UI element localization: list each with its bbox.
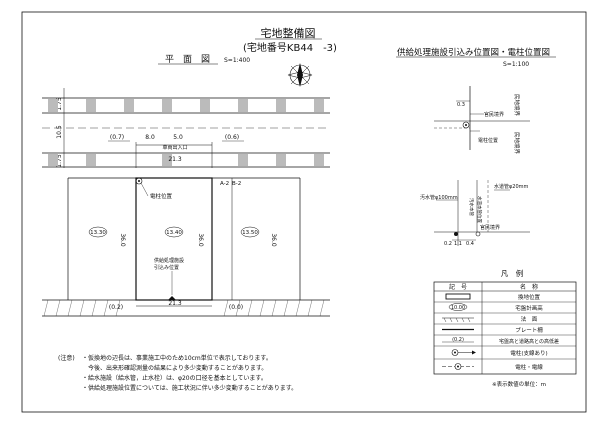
elevation-center: 13.40 xyxy=(166,230,182,236)
lot-right: 13.50 36.0 xyxy=(212,177,301,300)
legend-pole-wire-icon xyxy=(442,363,474,370)
detail-curb-label: 官民境界 xyxy=(484,111,504,118)
depth-left: 36.0 xyxy=(119,233,126,247)
plan-heading: 平 面 図 xyxy=(165,54,210,65)
lot-number-label: (宅地番号KB44 -3) xyxy=(243,41,337,54)
unit-note: ※表示数値の単位：m xyxy=(492,380,546,388)
road-upper-sidewalk xyxy=(42,97,330,114)
drawing-title: 宅地整備図 xyxy=(261,26,316,40)
entrance-label: 車両出入口 xyxy=(162,144,187,151)
detail-dim-11: 1.1 xyxy=(454,241,462,247)
facility-label-1: 供給処理施設 xyxy=(154,257,184,264)
lot-a-label: A-2 xyxy=(220,181,229,187)
pole-label: 電柱位置 xyxy=(150,192,173,200)
legend-table xyxy=(433,281,577,375)
elevation-left: 13.30 xyxy=(90,230,106,236)
depth-right: 36.0 xyxy=(270,233,277,247)
curb-label-2: 官民境界 xyxy=(480,224,500,231)
elevation-right: 13.50 xyxy=(242,230,258,236)
pole-marker-icon xyxy=(135,177,143,185)
notes-label: (注意) xyxy=(58,354,75,362)
detail-dim-04: 0.4 xyxy=(466,241,474,247)
detail-dim-03: 0.3 xyxy=(457,102,465,108)
sheet-border xyxy=(21,11,587,413)
height-diff-bottom-left: (0.2) xyxy=(109,304,123,311)
legend-row-0-name: 換地位置 xyxy=(518,293,541,301)
height-diff-bottom-right: (0.0) xyxy=(229,304,243,311)
boundary-mark-1: 民地境界 xyxy=(513,94,521,117)
service-detail xyxy=(434,180,530,246)
road-dim-3: 1.75 xyxy=(56,154,63,168)
frontage-dim-bottom: 21.3 xyxy=(168,300,182,307)
road-lower-sidewalk xyxy=(42,152,330,168)
facility-label-2: 引込み位置 xyxy=(154,264,179,271)
legend-elevation-symbol xyxy=(448,303,468,311)
lot-left: 13.30 36.0 xyxy=(67,177,136,300)
lot-center: 13.40 36.0 xyxy=(135,177,213,301)
legend-col-symbol: 記 号 xyxy=(449,283,467,291)
frontage-dim-top: 21.3 xyxy=(168,156,182,163)
detail-dim-02: 0.2 xyxy=(444,241,452,247)
road-dim-2: 10.5 xyxy=(56,125,63,139)
boundary-mark-2: 民地境界 xyxy=(513,132,521,155)
road-dim-1: 1.75 xyxy=(56,97,63,111)
legend-row-6-name: 電柱・電線 xyxy=(515,363,543,371)
dim-8: 8.0 xyxy=(145,134,155,141)
pole-detail: 0.3 官民境界 電柱位置 xyxy=(434,86,530,150)
legend-row-3-name: プレート柵 xyxy=(515,326,543,334)
note-line-2: 今後、出来形確認測量の結果により多少変動することがあります。 xyxy=(82,364,267,372)
vertical-label-2: 汚水本管 xyxy=(468,198,475,216)
bottom-sidewalk-pattern xyxy=(43,299,325,317)
legend-row-1-name: 宅盤計画高 xyxy=(515,304,543,312)
vertical-label-1: 水道本管位置 xyxy=(476,196,483,223)
depth-center: 36.0 xyxy=(197,233,204,247)
sewer-label: 汚水管φ100mm xyxy=(420,194,458,201)
water-label: 水道管φ20mm xyxy=(494,183,529,190)
dim-5: 5.0 xyxy=(173,134,183,141)
legend-row-4-name: 宅盤高と道路高との高低差 xyxy=(499,338,559,345)
legend-col-name: 名 称 xyxy=(520,283,538,291)
facility-marker-icon xyxy=(168,296,176,300)
detail-pole-label: 電柱位置 xyxy=(478,137,498,144)
legend-heading: 凡 例 xyxy=(501,268,524,278)
north-arrow-icon xyxy=(287,63,313,87)
legend-pole-guy-icon xyxy=(451,349,476,356)
detail-scale: S=1:100 xyxy=(503,61,529,68)
detail-heading: 供給処理施設引込み位置図・電柱位置図 xyxy=(397,47,550,58)
height-diff-top-right: (0.6) xyxy=(225,134,239,141)
legend-slope-symbol xyxy=(442,317,474,323)
legend-row-5-name: 電柱(支線あり) xyxy=(510,349,547,357)
note-line-1: ・仮換地の辺長は、事業施工中のため10cm単位で表示しております。 xyxy=(82,354,272,362)
legend-row-2-name: 法 面 xyxy=(521,315,538,323)
legend-row-1-symbol: 10.00 xyxy=(451,305,465,311)
lot-b-label: B-2 xyxy=(232,181,241,187)
height-diff-top-left: (0.7) xyxy=(110,134,124,141)
note-line-3: ・給水施設（給水管，止水栓）は、φ20の口径を基本としています。 xyxy=(82,374,267,382)
note-line-4: ・供給処理施設位置については、施工状況に伴い多少変動することがあります。 xyxy=(82,384,297,392)
legend-row-4-symbol: (0.2) xyxy=(452,337,464,343)
legend-lot-symbol xyxy=(445,293,471,300)
plan-scale: S=1:400 xyxy=(224,57,250,64)
